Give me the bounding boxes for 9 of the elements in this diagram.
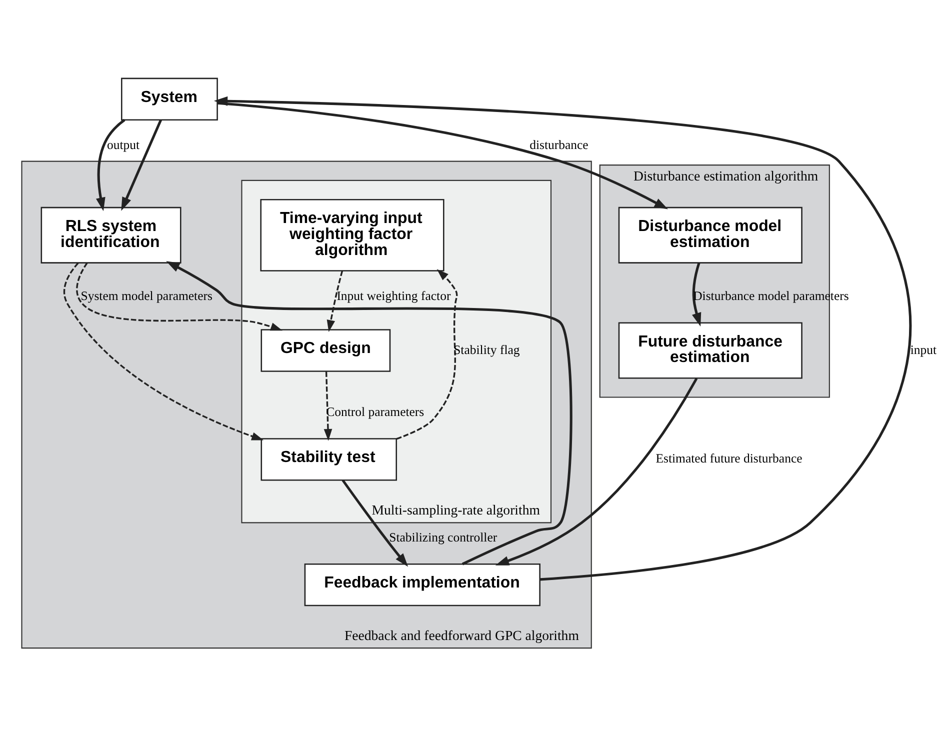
edge-label: Stability flag	[453, 342, 520, 356]
edge-label: output	[106, 138, 140, 152]
edge-label: Stabilizing controller	[388, 530, 497, 544]
edge-label: disturbance	[529, 138, 588, 152]
edge-label: Control parameters	[326, 404, 424, 418]
edge-label: Input weighting factor	[336, 288, 450, 303]
edge-label: System model parameters	[80, 288, 212, 303]
edge-label: Estimated future disturbance	[655, 451, 802, 466]
edge-label: input	[910, 342, 936, 356]
